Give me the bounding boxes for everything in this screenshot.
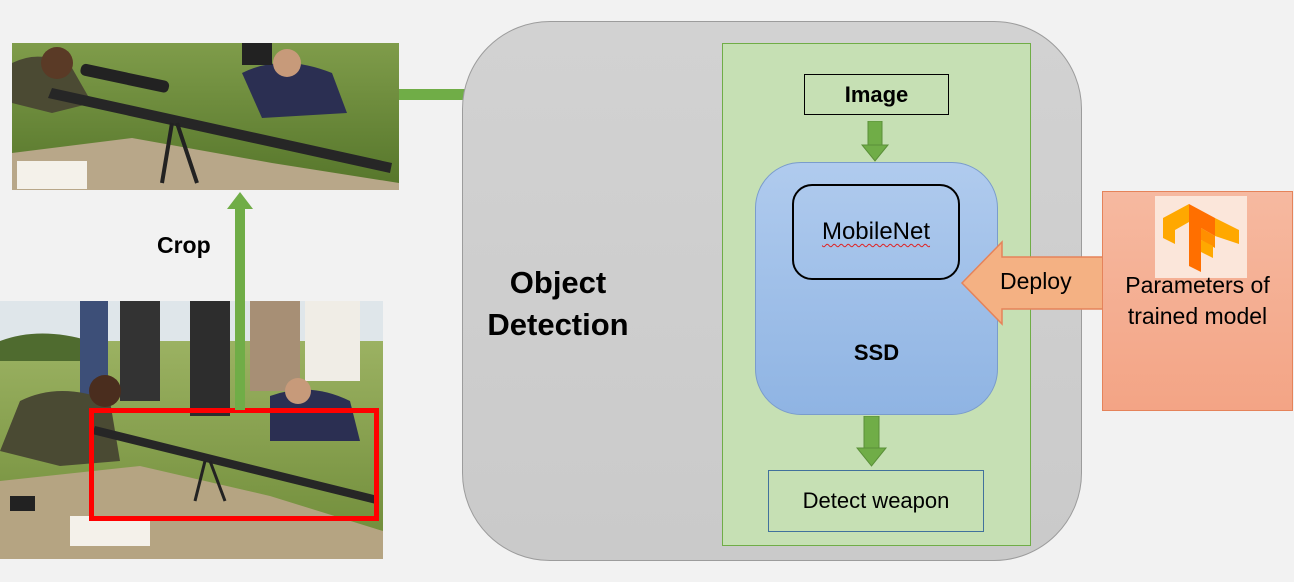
ssd-label: SSD — [853, 340, 900, 365]
mobilenet-box: MobileNet — [792, 184, 960, 280]
crop-arrow — [227, 192, 253, 410]
image-label: Image — [844, 81, 909, 107]
trained-model-label: Parameters of trained model — [1125, 272, 1270, 329]
image-to-ssd-arrow — [861, 121, 890, 162]
deploy-label: Deploy — [1000, 268, 1072, 294]
cropped-photo — [12, 43, 399, 190]
image-box: Image — [804, 74, 949, 115]
crop-region-box — [89, 408, 379, 521]
ssd-box — [755, 162, 998, 415]
tensorflow-logo-tile — [1155, 196, 1247, 278]
ssd-to-detect-arrow — [856, 416, 888, 467]
tensorflow-logo-icon — [1163, 204, 1239, 272]
mobilenet-label: MobileNet — [821, 218, 931, 245]
detect-weapon-label: Detect weapon — [802, 488, 950, 513]
crop-label: Crop — [157, 232, 211, 258]
detect-weapon-box: Detect weapon — [768, 470, 984, 532]
object-detection-title: Object Detection — [487, 265, 629, 342]
